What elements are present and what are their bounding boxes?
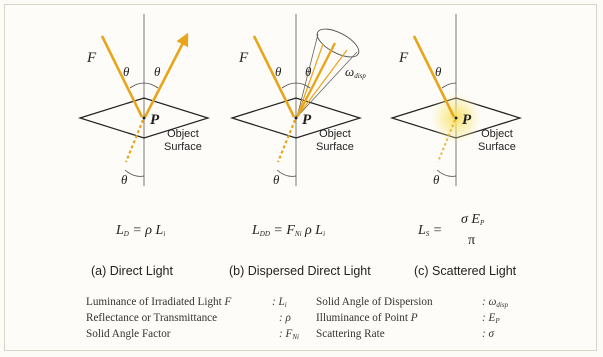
reflected-ray [143,32,189,118]
formula-c-denominator: π [468,233,476,248]
label-point-P: P [462,112,472,128]
theta-arc-bottom [276,169,297,177]
label-theta-right: θ [154,64,161,79]
label-theta-bottom: θ [433,172,440,187]
dispersion-cone-rim [316,28,360,58]
theta-arc-left [441,82,457,89]
legend-label-irradiated: Luminance of Irradiated Light F [86,296,232,308]
point-P [294,116,298,120]
label-point-P: P [302,112,312,128]
legend-label-illuminance: Illuminance of Point P [316,312,418,324]
incident-ray [252,35,296,118]
diagram-a [77,14,211,186]
diagrams-svg [77,14,523,186]
dispersed-ray-2 [295,42,337,118]
theta-arc-left [129,82,145,89]
diagram-b [229,14,363,186]
label-theta-right: θ [305,64,312,79]
legend-label-scattering: Scattering Rate [316,328,385,340]
theta-arc-right [143,82,159,89]
legend-symbol-reflectance: : ρ [279,312,291,324]
point-P [142,116,146,120]
legend-symbol-irradiated: : Li [272,296,287,309]
legend-label-dispersion: Solid Angle of Dispersion [316,296,433,308]
theta-arc-bottom [124,169,145,177]
caption-b: (b) Dispersed Direct Light [229,264,371,278]
label-object-surface: Object Surface [478,128,516,153]
label-theta-left: θ [123,64,130,79]
surface-plane [229,97,363,139]
theta-arc-right [295,82,311,89]
label-theta-bottom: θ [273,172,280,187]
theta-arc-left [281,82,297,89]
legend-symbol-solid-angle-factor: : FNi [279,328,299,341]
label-point-P: P [150,112,160,128]
caption-c: (c) Scattered Light [414,264,517,278]
label-omega-disp: ωdisp [345,64,366,80]
label-theta-bottom: θ [121,172,128,187]
cone-edge-left [296,33,319,118]
formula-c-lhs: LS = [418,223,443,238]
caption-a: (a) Direct Light [91,264,173,278]
diagram-c [389,14,523,186]
incident-ray [412,35,456,118]
label-F: F [239,50,249,66]
cone-edge-right [296,51,358,118]
label-F: F [87,50,97,66]
incident-ray [100,35,144,118]
label-theta-left: θ [435,64,442,79]
legend-symbol-illuminance: : EP [482,312,500,325]
legend-symbol-scattering: : σ [482,328,495,340]
formula-b: LDD = FNi ρ Li [252,223,326,238]
legend-symbol-dispersion: : ωdisp [482,296,509,309]
legend-label-solid-angle-factor: Solid Angle Factor [86,328,171,340]
label-theta-left: θ [275,64,282,79]
surface-plane [77,97,211,139]
figure-frame [4,4,597,351]
dispersed-ray-3 [296,49,348,118]
formula-c-numerator: σ EP [461,212,485,227]
label-object-surface: Object Surface [316,128,354,153]
theta-arc-bottom [436,169,457,177]
dispersed-ray-1 [296,43,324,118]
label-object-surface: Object Surface [164,128,202,153]
transmitted-ray [276,119,297,163]
legend-label-reflectance: Reflectance or Transmittance [86,312,218,324]
label-F: F [399,50,409,66]
point-P [454,116,458,120]
formula-a: LD = ρ Li [116,223,166,238]
transmitted-ray [124,119,145,163]
